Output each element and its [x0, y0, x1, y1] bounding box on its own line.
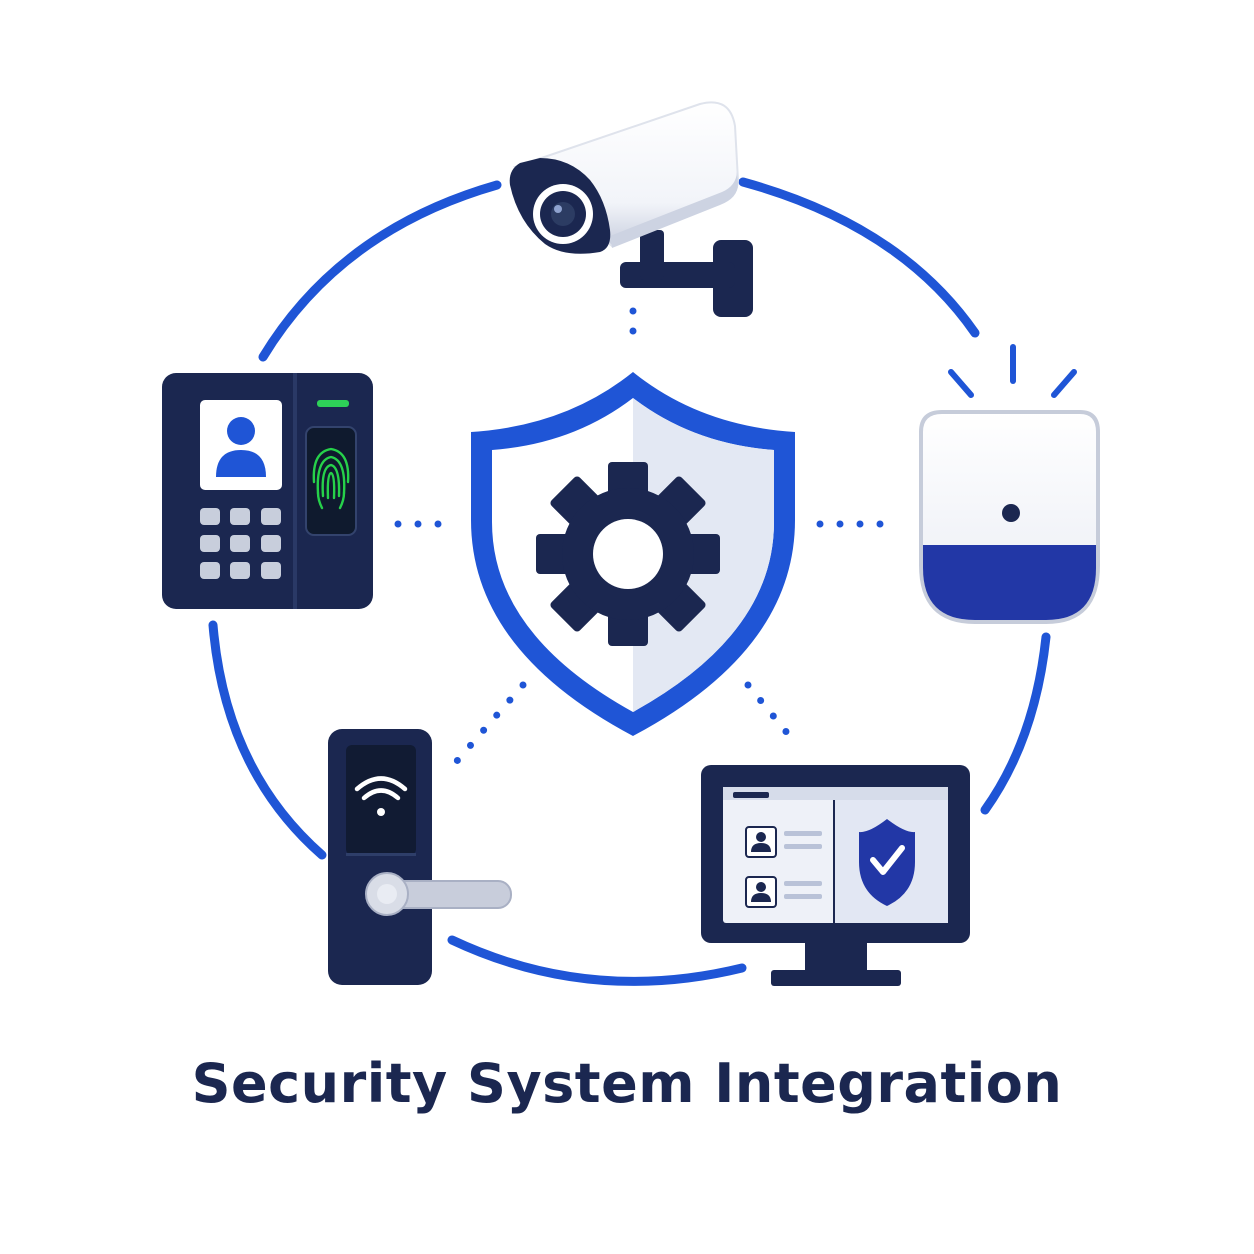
screen-topbar — [723, 787, 948, 800]
motion-sensor-alarm-icon — [919, 344, 1100, 624]
terminal-divider — [293, 373, 297, 609]
wifi-icon — [354, 776, 408, 816]
sensor-indicator-dot — [1002, 504, 1020, 522]
camera-mount-post — [640, 230, 664, 280]
sensor-base — [923, 545, 1096, 620]
gear-icon — [536, 462, 720, 646]
lock-panel — [346, 745, 416, 855]
cctv-camera-icon — [509, 101, 753, 317]
ring-segment-left — [208, 620, 327, 860]
monitor-stand-base — [771, 970, 901, 986]
camera-lens-highlight — [554, 205, 562, 213]
monitoring-computer-icon — [701, 765, 970, 986]
connector-bottom-right — [744, 681, 801, 749]
shield-gear-icon — [471, 372, 795, 736]
ring-segment-top-left — [258, 180, 502, 362]
lock-handle-core — [377, 884, 397, 904]
ring-segment-bottom — [447, 935, 747, 986]
connector-bottom-left — [452, 681, 527, 766]
keypad — [200, 508, 281, 579]
monitor-stand-neck — [805, 943, 867, 973]
status-led — [317, 400, 349, 407]
camera-body-stripe — [610, 172, 738, 248]
ring-segment-right — [980, 632, 1051, 815]
fingerprint-icon — [312, 447, 350, 510]
biometric-access-terminal-icon — [162, 373, 373, 609]
user-list — [745, 826, 822, 908]
lock-seam — [346, 853, 416, 856]
alert-signal-lines — [948, 344, 1077, 398]
user-portrait-icon — [216, 417, 266, 477]
outer-ring — [208, 177, 1051, 986]
shield-check-icon — [859, 819, 915, 906]
camera-mount-arm — [620, 262, 735, 288]
smart-door-lock-icon — [328, 729, 512, 985]
screen-tab — [733, 792, 769, 798]
fingerprint-scanner — [305, 426, 357, 536]
connectors — [394, 307, 894, 766]
ring-segment-top-right — [738, 177, 980, 338]
camera-lens-glass — [551, 202, 575, 226]
diagram-caption: Security System Integration — [191, 1052, 1063, 1115]
